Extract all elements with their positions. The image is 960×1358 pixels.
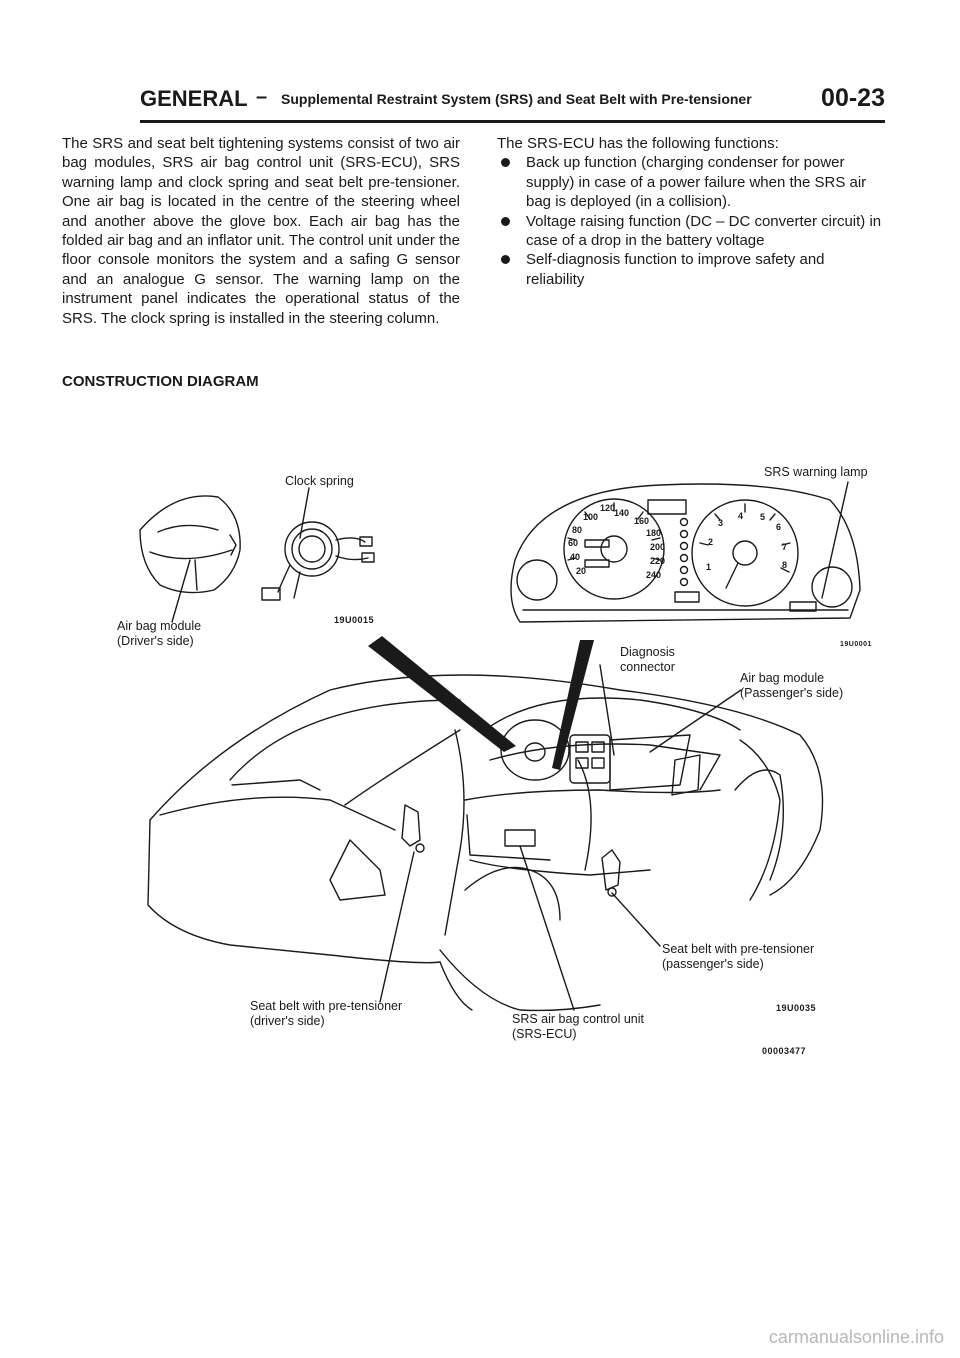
label-seatbelt-driver: Seat belt with pre-tensioner (driver's s…	[250, 999, 403, 1028]
label-srs-ecu: SRS air bag control unit (SRS-ECU)	[512, 1012, 645, 1041]
functions-lead: The SRS-ECU has the following functions:	[497, 135, 779, 152]
label-clock-spring: Clock spring	[285, 474, 354, 488]
label-airbag-passenger: Air bag module (Passenger's side)	[740, 671, 844, 700]
rpm-mark: 2	[708, 537, 714, 547]
label-srs-warning-lamp: SRS warning lamp	[764, 465, 868, 479]
function-item: Back up function (charging condenser for…	[497, 153, 882, 211]
figure-code: 19U0001	[840, 641, 872, 648]
speed-mark: 100	[583, 512, 599, 522]
car-body-illustration	[147, 664, 824, 1012]
rpm-mark: 4	[738, 511, 744, 521]
figure-code: 19U0015	[334, 615, 375, 625]
functions-block: The SRS-ECU has the following functions:…	[497, 134, 882, 289]
instrument-cluster-illustration	[510, 481, 861, 623]
rpm-mark: 1	[706, 562, 712, 572]
rpm-mark: 8	[782, 560, 788, 570]
function-item: Self-diagnosis function to improve safet…	[497, 250, 882, 289]
label-seatbelt-passenger: Seat belt with pre-tensioner (passenger'…	[662, 942, 815, 971]
speed-mark: 40	[570, 552, 581, 562]
rpm-mark: 5	[760, 512, 766, 522]
speed-mark: 180	[646, 528, 662, 538]
callout-arrow-cluster	[552, 640, 594, 770]
speed-mark: 160	[634, 516, 650, 526]
figure-code: 19U0035	[776, 1003, 817, 1013]
function-item: Voltage raising function (DC – DC conver…	[497, 212, 882, 251]
speed-mark: 140	[614, 508, 630, 518]
speed-mark: 80	[572, 525, 583, 535]
section-name: GENERAL	[140, 86, 248, 111]
intro-paragraph: The SRS and seat belt tightening systems…	[62, 135, 460, 327]
diagram-title: CONSTRUCTION DIAGRAM	[62, 373, 259, 390]
watermark: carmanualsonline.info	[768, 1327, 944, 1347]
rpm-mark: 6	[776, 522, 782, 532]
speed-mark: 220	[650, 556, 666, 566]
header-subtitle: Supplemental Restraint System (SRS) and …	[281, 91, 752, 107]
functions-list: Back up function (charging condenser for…	[497, 153, 882, 289]
speed-mark: 20	[576, 566, 587, 576]
label-diagnosis-connector: Diagnosis connector	[620, 645, 675, 674]
clock-spring-illustration	[261, 487, 375, 601]
rpm-mark: 7	[782, 542, 788, 552]
speed-mark: 200	[650, 542, 666, 552]
page-header: GENERAL – Supplemental Restraint System …	[140, 84, 885, 123]
label-airbag-driver: Air bag module (Driver's side)	[117, 619, 202, 648]
page-number: 00-23	[821, 84, 885, 112]
speed-mark: 60	[568, 538, 579, 548]
driver-airbag-illustration	[139, 495, 241, 623]
figure-code: 00003477	[762, 1046, 807, 1056]
speed-mark: 120	[600, 503, 616, 513]
speed-mark: 240	[646, 570, 662, 580]
rpm-mark: 3	[718, 518, 724, 528]
header-dash: –	[256, 86, 268, 108]
callout-arrow-clock-spring	[368, 636, 516, 752]
